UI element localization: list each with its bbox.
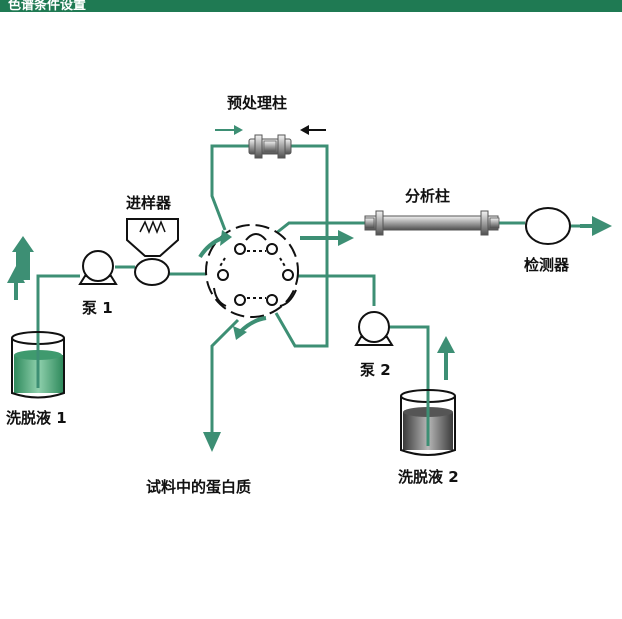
detector-icon [525,207,571,245]
analytical-column [364,210,500,236]
injector-icon [126,218,179,286]
waste-line [210,318,240,432]
eluent1-label: 洗脱液 1 [6,409,67,427]
pump1-label: 泵 1 [82,299,113,317]
precolumn-in-arrowhead [234,125,243,135]
eluent1-arrowhead [7,266,25,283]
pump2-label: 泵 2 [360,361,391,379]
switching-valve [198,224,299,340]
analytical-column-label: 分析柱 [405,187,451,205]
precolumn-loop-right [274,144,329,348]
waste-label: 试料中的蛋白质 [146,478,252,496]
waste-arrowhead [203,432,221,452]
precolumn [248,134,292,159]
pump1-icon [78,250,118,285]
eluent2-reservoir-icon [400,389,456,456]
pump2-icon [354,311,394,346]
valve-to-column-line [274,221,365,236]
precolumn-loop-left [210,144,255,231]
eluent2-arrowhead [437,336,455,353]
precolumn-out-arrowhead [300,125,309,135]
valve-to-pump2-line [298,274,376,306]
header-title: 色谱条件设置 [8,0,87,12]
column-arrowhead [338,230,354,246]
header-bar: 色谱条件设置 [0,0,622,12]
eluent1-reservoir-icon [11,331,65,399]
precolumn-label: 预处理柱 [227,94,288,112]
detector-arrowhead [592,216,612,236]
detector-label: 检测器 [524,256,570,274]
injector-label: 进样器 [126,194,172,212]
eluent2-label: 洗脱液 2 [398,468,459,486]
